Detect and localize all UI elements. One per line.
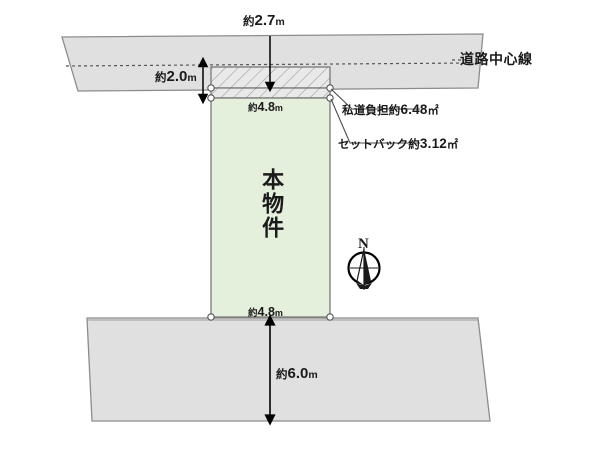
leader-private-road	[330, 88, 420, 110]
private-road-burden-label: 私道負担約6.48㎡	[342, 102, 439, 117]
road-centerline-label: 道路中心線	[460, 51, 533, 67]
corner-node	[326, 313, 334, 321]
leader-setback	[330, 98, 420, 144]
corner-node	[326, 94, 334, 102]
compass-north-label: N	[358, 236, 369, 252]
corner-node	[207, 94, 215, 102]
main-parcel-area	[210, 97, 331, 318]
road-top-dimension-label: 約2.7m	[243, 12, 285, 29]
compass-rose	[347, 247, 381, 290]
upper-road-area	[61, 33, 484, 92]
corner-node	[207, 313, 215, 321]
lower-road-dimension-label: 約6.0m	[276, 365, 318, 382]
lower-road-area	[86, 317, 491, 422]
corner-node	[207, 84, 215, 92]
parcel-bottom-width-label: 約4.8m	[248, 305, 283, 319]
property-label: 本物件	[259, 168, 285, 240]
road-left-dimension-label: 約2.0m	[155, 68, 197, 85]
setback-label: セットバック約3.12㎡	[338, 136, 459, 151]
parcel-top-width-label: 約4.8m	[248, 100, 283, 114]
private-road-hatch-area	[210, 87, 331, 99]
road-centerline	[65, 62, 471, 67]
